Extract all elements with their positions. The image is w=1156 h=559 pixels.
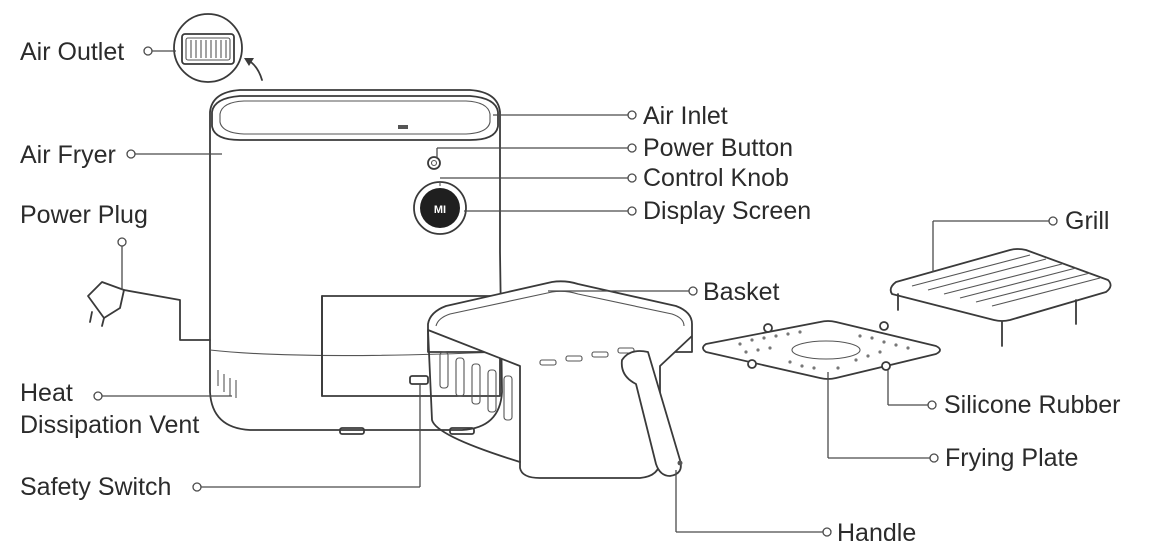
label-power-button: Power Button	[643, 134, 793, 162]
leader-lines	[102, 50, 1049, 533]
brand-logo: MI	[434, 204, 446, 216]
label-silicone-rubber: Silicone Rubber	[944, 391, 1121, 419]
labels: Air Outlet Air Fryer Power Plug Heat Dis…	[20, 38, 1121, 547]
frying-plate-drawing	[702, 320, 941, 380]
label-air-fryer: Air Fryer	[20, 141, 116, 169]
label-grill: Grill	[1065, 207, 1109, 235]
label-power-plug: Power Plug	[20, 201, 148, 229]
label-dots	[93, 46, 1058, 537]
air-outlet-inset	[173, 13, 263, 83]
label-control-knob: Control Knob	[643, 164, 789, 192]
label-heat-vent-line1: Heat	[20, 379, 73, 407]
label-air-outlet: Air Outlet	[20, 38, 124, 66]
label-air-inlet: Air Inlet	[643, 102, 728, 130]
basket-drawing	[409, 280, 693, 479]
label-frying-plate: Frying Plate	[945, 444, 1078, 472]
label-handle: Handle	[837, 519, 916, 547]
power-plug-drawing	[87, 281, 211, 341]
label-safety-switch: Safety Switch	[20, 473, 171, 501]
label-heat-vent-line2: Dissipation Vent	[20, 411, 199, 439]
label-display-screen: Display Screen	[643, 197, 811, 225]
air-fryer-body: MI	[209, 89, 503, 435]
grill-drawing	[889, 248, 1112, 347]
label-basket: Basket	[703, 278, 779, 306]
